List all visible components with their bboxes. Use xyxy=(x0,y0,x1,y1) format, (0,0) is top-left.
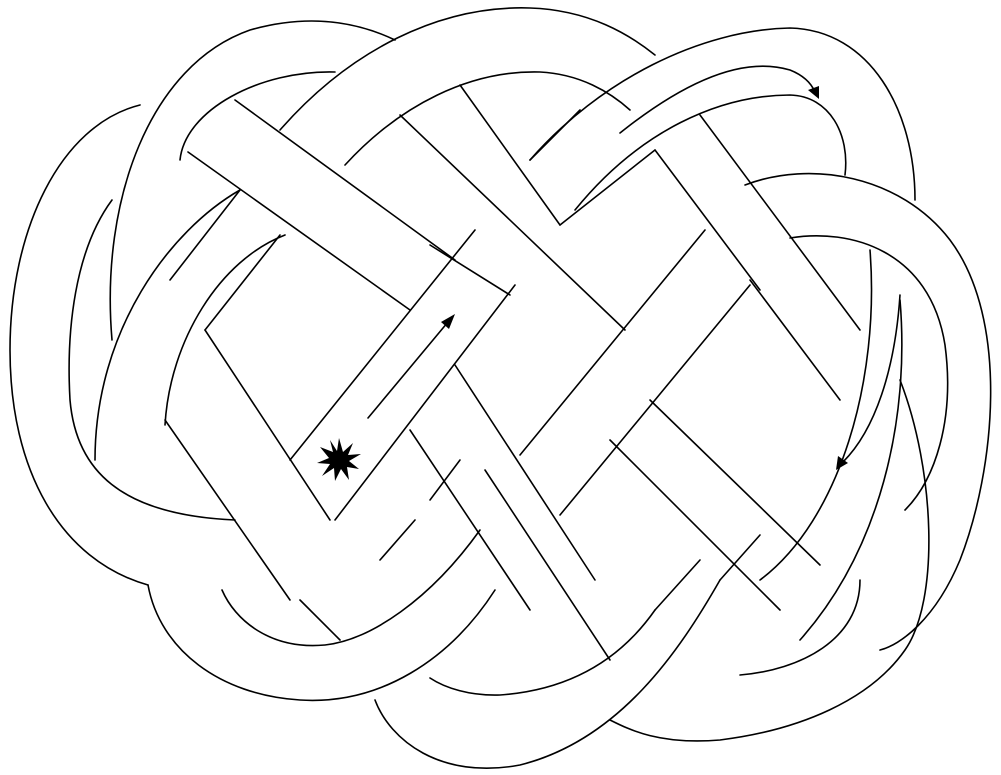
diagonal-straps-ascending xyxy=(170,110,760,610)
strap-d1-edge-a xyxy=(188,152,410,310)
strap-d1-edge-b xyxy=(235,100,455,260)
strap-a2-edge-b xyxy=(560,285,750,515)
strap-d7-edge-a xyxy=(610,440,780,610)
strap-d4-edge-b xyxy=(455,365,595,580)
strap-a3-edge-b xyxy=(530,110,580,160)
direction-arrow-icon xyxy=(836,295,900,470)
strap-a5-edge-a xyxy=(720,535,760,580)
bottom-right-loop-inner-edge xyxy=(740,580,860,675)
strap-d5-edge-b xyxy=(485,470,610,660)
strap-d6-edge-b xyxy=(655,150,760,290)
bottom-right-loop-outer-edge xyxy=(610,380,929,741)
arrow-right-shaft xyxy=(843,295,900,462)
bottom-left-loop-inner-edge xyxy=(222,530,480,646)
top-loop-inner-edge xyxy=(345,72,630,165)
strap-a6-edge-b xyxy=(380,520,415,560)
top-right-loop-inner-edge xyxy=(575,95,846,210)
inner-left-arc-outer-edge xyxy=(95,190,240,460)
bottom-loop-outer-edge xyxy=(375,580,720,768)
top-left-loop-outer-edge xyxy=(110,21,395,340)
strap-d6-edge-a xyxy=(700,115,860,330)
direction-arrow-icon xyxy=(620,66,819,133)
strap-a4-edge-a xyxy=(205,235,280,330)
top-loop-outer-edge xyxy=(280,8,655,130)
arrow-centre-shaft xyxy=(368,322,448,418)
arrow-top-right-shaft xyxy=(620,66,815,133)
strap-d8-edge-a xyxy=(750,280,840,400)
strap-d2-edge-a xyxy=(205,330,330,520)
strap-d3-edge-a xyxy=(400,115,625,330)
star-burst-icon xyxy=(317,438,361,481)
left-loop-inner-edge xyxy=(69,200,235,520)
diagonal-straps-descending xyxy=(165,85,860,660)
bottom-loop-inner-edge xyxy=(430,610,655,695)
strap-a2-edge-a xyxy=(520,230,705,455)
strap-d7-edge-b xyxy=(650,400,820,565)
strap-a5-edge-b xyxy=(655,560,700,610)
strap-a3-edge-a xyxy=(560,150,655,225)
strap-a1-edge-a xyxy=(290,230,475,460)
inner-right-arc-outer-edge xyxy=(760,250,872,580)
bottom-left-loop-outer-edge xyxy=(148,585,495,700)
strap-d8-edge-b xyxy=(300,600,340,640)
strap-d2-edge-b xyxy=(165,420,290,600)
direction-arrow-icon xyxy=(368,314,455,418)
top-right-loop-outer-edge xyxy=(530,28,915,200)
strap-d3-edge-b xyxy=(460,85,560,225)
outer-loops xyxy=(10,8,991,768)
strap-d5-edge-a xyxy=(410,430,530,610)
strap-a4-edge-b xyxy=(170,190,240,280)
star-burst-rays xyxy=(317,438,361,481)
strap-a1-edge-b xyxy=(335,285,515,520)
inner-right-arc-inner-edge xyxy=(800,300,902,640)
